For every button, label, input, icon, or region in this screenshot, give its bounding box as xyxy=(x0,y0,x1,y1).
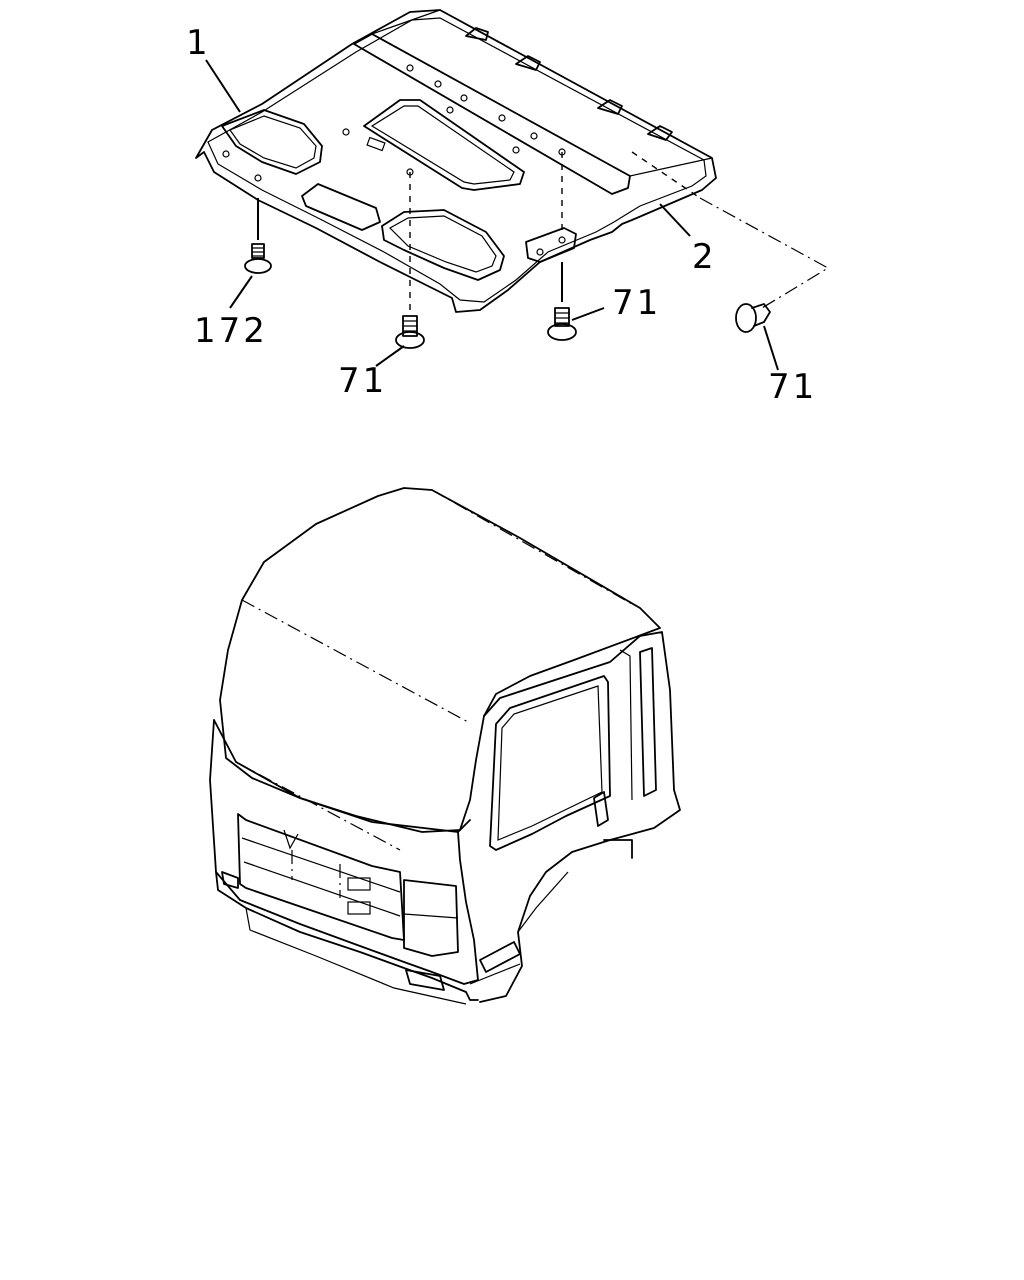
callout-71-clip: 71 xyxy=(768,367,817,407)
headliner-panel xyxy=(195,9,717,313)
headliner-assembly xyxy=(195,9,717,313)
fog-lamp xyxy=(405,969,445,991)
center-console xyxy=(301,183,381,231)
front-grille xyxy=(237,813,405,941)
roof-opening xyxy=(363,99,525,191)
mounting-bracket xyxy=(525,227,577,263)
map-lamp-right xyxy=(381,209,505,281)
callout-2: 2 xyxy=(692,237,717,277)
callout-1: 1 xyxy=(186,23,211,63)
front-bumper xyxy=(215,871,479,1001)
cab-roof xyxy=(219,487,661,833)
truck-cab xyxy=(209,487,681,1005)
callout-71-right: 71 xyxy=(612,283,661,323)
screw-71-center xyxy=(395,315,425,349)
cab-side xyxy=(479,631,681,1003)
headlamp-right xyxy=(403,879,459,957)
screw-71-right xyxy=(547,307,577,341)
map-lamp-left xyxy=(221,109,323,175)
rear-trim-panel xyxy=(353,33,631,195)
callout-71-center: 71 xyxy=(338,361,387,401)
rear-quarter-window xyxy=(639,647,657,797)
push-clip-71 xyxy=(735,303,771,333)
cab-front xyxy=(209,719,479,985)
side-marker-lamp xyxy=(479,941,521,973)
callout-172: 172 xyxy=(194,311,268,351)
door-handle xyxy=(593,791,609,827)
side-window xyxy=(489,675,611,851)
screw-172 xyxy=(244,243,272,274)
